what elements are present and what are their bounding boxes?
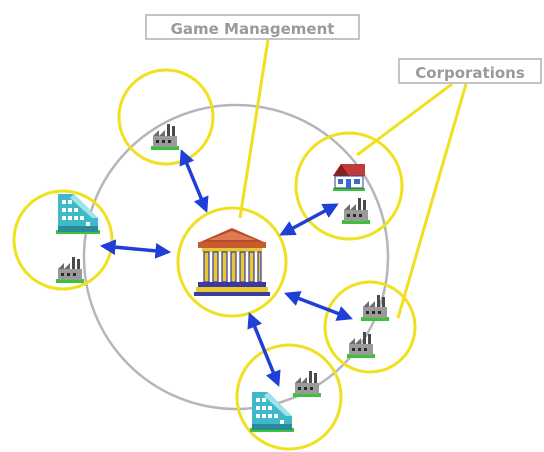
corporations-callout-line-factory (396, 83, 468, 319)
node-circle-top-right (294, 131, 404, 241)
arrow-right (284, 291, 353, 321)
center-circle (176, 206, 288, 318)
node-circle-right (323, 280, 417, 374)
factory-icon (293, 371, 321, 397)
arrow-top-left (179, 149, 209, 213)
game-management-callout-line (238, 39, 270, 219)
network-ring (82, 103, 390, 411)
game-management-label: Game Management (145, 14, 360, 40)
government-building-icon (193, 227, 271, 297)
house-icon (332, 163, 366, 192)
factory-icon (342, 198, 370, 224)
corporations-callout-line-house (356, 82, 453, 157)
node-circle-top-left (117, 68, 215, 166)
node-circle-bottom (235, 343, 343, 451)
factory-icon (361, 295, 389, 321)
factory-icon (56, 257, 84, 283)
arrow-left (99, 239, 172, 259)
arrow-bottom (247, 312, 281, 387)
callout-lines (238, 39, 468, 319)
factory-icon (347, 332, 375, 358)
office-building-icon (250, 392, 294, 432)
corporations-label: Corporations (398, 58, 542, 84)
arrow-top-right (279, 203, 339, 236)
